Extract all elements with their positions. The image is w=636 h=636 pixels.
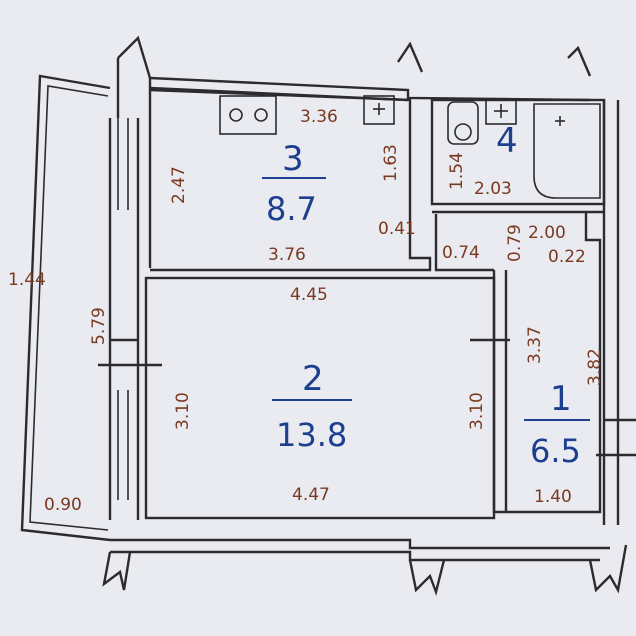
dim-kitchen-bottom: 3.76	[268, 245, 306, 265]
room-4-bathroom	[430, 98, 606, 214]
dim-room2-bottom: 4.47	[292, 485, 330, 505]
room-4-label: 4	[496, 121, 518, 161]
room-1-label: 1 6.5	[524, 379, 590, 470]
dim-bath-width: 2.03	[474, 179, 512, 199]
room-1-number: 1	[550, 379, 572, 419]
stove-icon	[219, 95, 277, 135]
toilet-icon	[447, 101, 479, 145]
room-3-kitchen	[149, 88, 432, 272]
room-1-hall	[434, 212, 602, 514]
dim-exterior-wall: 5.79	[89, 307, 109, 345]
bathtub-icon	[533, 103, 601, 199]
room-2-living	[144, 276, 510, 520]
room-2-number: 2	[302, 359, 324, 399]
dim-hall-step: 0.22	[548, 247, 586, 267]
room-4-number: 4	[496, 121, 518, 161]
dim-room2-left: 3.10	[173, 392, 193, 430]
exterior-walls	[98, 35, 636, 597]
room-3-label: 3 8.7	[262, 139, 326, 228]
dim-kitchen-top: 3.36	[300, 107, 338, 127]
basin-icon	[485, 99, 517, 125]
dim-kitchen-left: 2.47	[169, 166, 189, 204]
dim-hall-top-right: 2.00	[528, 223, 566, 243]
dim-hall-inner: 3.37	[525, 326, 545, 364]
dim-hall-outer: 3.82	[585, 348, 605, 386]
dim-balcony-width: 0.90	[44, 495, 82, 515]
dim-room2-top: 4.45	[290, 285, 328, 305]
dim-hall-top-left: 0.74	[442, 243, 480, 263]
dim-kitchen-step: 0.41	[378, 219, 416, 239]
room-3-area: 8.7	[266, 190, 317, 228]
balcony	[20, 74, 111, 542]
room-2-area: 13.8	[276, 416, 347, 454]
dim-kitchen-right: 1.63	[381, 144, 401, 182]
sink-icon	[363, 95, 395, 125]
room-1-area: 6.5	[530, 432, 581, 470]
dim-hall-gap: 0.79	[505, 224, 525, 262]
dim-balcony-height: 1.44	[8, 270, 46, 290]
dim-hall-bottom: 1.40	[534, 487, 572, 507]
room-2-label: 2 13.8	[272, 359, 352, 454]
room-3-number: 3	[282, 139, 304, 179]
dim-bath-left: 1.54	[447, 152, 467, 190]
dim-room2-right: 3.10	[467, 392, 487, 430]
